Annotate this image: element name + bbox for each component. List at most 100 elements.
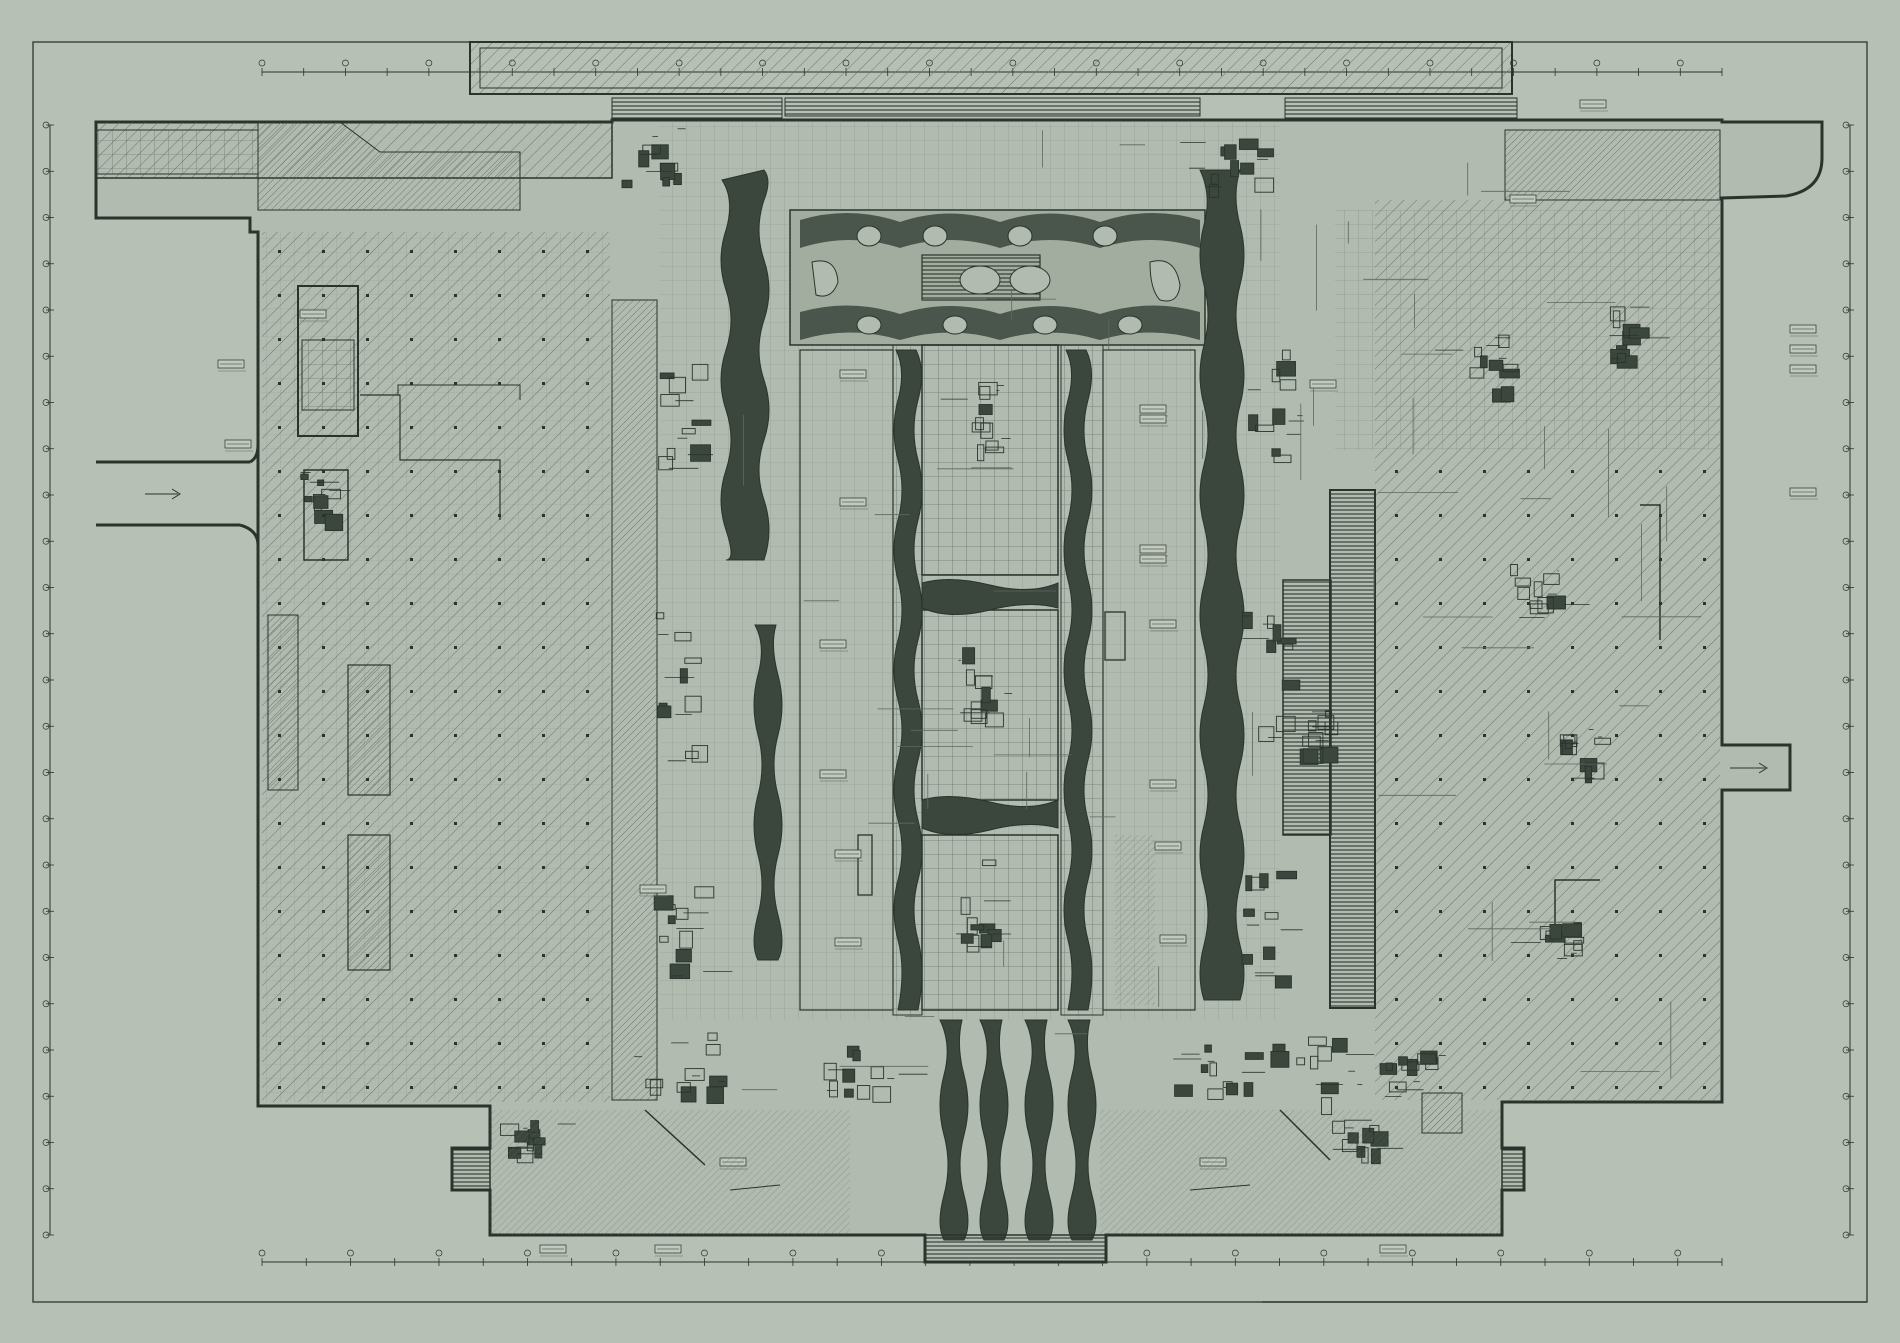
column-marker	[1659, 1086, 1662, 1089]
equipment-tag	[1509, 194, 1538, 207]
column-marker	[1615, 954, 1618, 957]
equipment-tag	[819, 769, 848, 782]
column-marker	[278, 470, 281, 473]
hvac-unit	[984, 712, 1004, 728]
column-marker	[1483, 954, 1486, 957]
column-marker	[1615, 1086, 1618, 1089]
column-marker	[586, 998, 589, 1001]
axis-bottom-bubble	[524, 1249, 531, 1257]
column-marker	[410, 602, 413, 605]
hvac-unit	[1255, 424, 1275, 432]
column-marker	[410, 382, 413, 385]
hvac-unit	[662, 177, 671, 187]
column-marker	[1483, 866, 1486, 869]
hvac-unit	[1296, 1057, 1306, 1066]
column-marker	[1571, 690, 1574, 693]
hvac-unit	[1480, 355, 1488, 369]
column-marker	[366, 690, 369, 693]
column-marker	[542, 338, 545, 341]
equipment-tag	[834, 937, 863, 950]
axis-right-bubble	[1842, 399, 1850, 406]
axis-right-bubble	[1842, 260, 1850, 268]
column-marker	[1659, 558, 1662, 561]
column-marker	[1527, 602, 1530, 605]
column-marker	[1395, 690, 1398, 693]
column-marker	[278, 382, 281, 385]
column-marker	[586, 470, 589, 473]
column-marker	[1615, 514, 1618, 517]
axis-right-bubble	[1842, 722, 1850, 730]
column-marker	[410, 690, 413, 693]
column-marker	[278, 250, 281, 253]
axis-left-bubble	[42, 260, 50, 268]
column-marker	[498, 646, 501, 649]
hvac-unit	[1275, 715, 1296, 733]
column-marker	[410, 338, 413, 341]
column-marker	[498, 734, 501, 737]
hvac-unit	[1276, 361, 1296, 377]
column-marker	[542, 514, 545, 517]
column-marker	[1571, 910, 1574, 913]
hvac-unit	[679, 930, 693, 949]
axis-right-bubble	[1842, 1000, 1850, 1008]
axis-grid-left	[42, 121, 54, 1239]
hvac-unit	[1584, 765, 1593, 784]
column-marker	[1395, 866, 1398, 869]
column-marker	[410, 646, 413, 649]
hvac-unit	[691, 363, 709, 381]
hvac-unit-cluster	[958, 647, 1013, 728]
hvac-unit	[982, 859, 997, 867]
column-marker	[1483, 734, 1486, 737]
axis-left-bubble	[42, 1046, 50, 1054]
column-marker	[366, 910, 369, 913]
column-marker	[1615, 470, 1618, 473]
hvac-unit	[1272, 408, 1286, 425]
hvac-unit	[1543, 573, 1560, 585]
axis-right-bubble	[1842, 537, 1850, 545]
hvac-unit	[1562, 923, 1582, 938]
hvac-unit	[1225, 1082, 1239, 1096]
column-marker	[542, 250, 545, 253]
hvac-unit	[321, 488, 341, 500]
hvac-unit	[304, 496, 313, 503]
column-marker	[1395, 558, 1398, 561]
hvac-unit	[1238, 138, 1259, 150]
column-marker	[322, 910, 325, 913]
hvac-unit	[1243, 1082, 1254, 1097]
column-marker	[1703, 954, 1706, 957]
column-marker	[366, 1086, 369, 1089]
column-marker	[1571, 602, 1574, 605]
column-marker	[322, 690, 325, 693]
hvac-unit-cluster	[658, 363, 713, 471]
column-marker	[498, 866, 501, 869]
hvac-unit	[1258, 726, 1275, 742]
hvac-unit	[684, 1068, 705, 1081]
column-marker	[1571, 470, 1574, 473]
column-marker	[410, 910, 413, 913]
axis-left-bubble	[42, 445, 50, 453]
column-marker	[498, 778, 501, 781]
axis-right-bubble	[1842, 907, 1850, 915]
axis-bottom-bubble	[701, 1249, 708, 1257]
hvac-unit	[1264, 912, 1279, 920]
hvac-unit	[963, 708, 983, 722]
axis-left-bubble	[42, 121, 50, 129]
column-marker	[410, 998, 413, 1001]
column-marker	[366, 250, 369, 253]
column-marker	[410, 1086, 413, 1089]
hvac-unit	[324, 513, 344, 532]
column-marker	[454, 866, 457, 869]
column-marker	[542, 426, 545, 429]
hvac-unit	[645, 1078, 664, 1089]
column-marker	[366, 426, 369, 429]
hvac-unit	[1210, 173, 1219, 185]
column-marker	[1395, 778, 1398, 781]
column-marker	[498, 558, 501, 561]
hvac-unit	[1281, 679, 1301, 691]
hvac-unit	[1499, 368, 1520, 379]
hvac-unit-cluster	[956, 859, 1011, 953]
column-marker	[454, 822, 457, 825]
column-marker	[1527, 1086, 1530, 1089]
hvac-unit	[1317, 715, 1335, 730]
column-marker	[498, 1042, 501, 1045]
